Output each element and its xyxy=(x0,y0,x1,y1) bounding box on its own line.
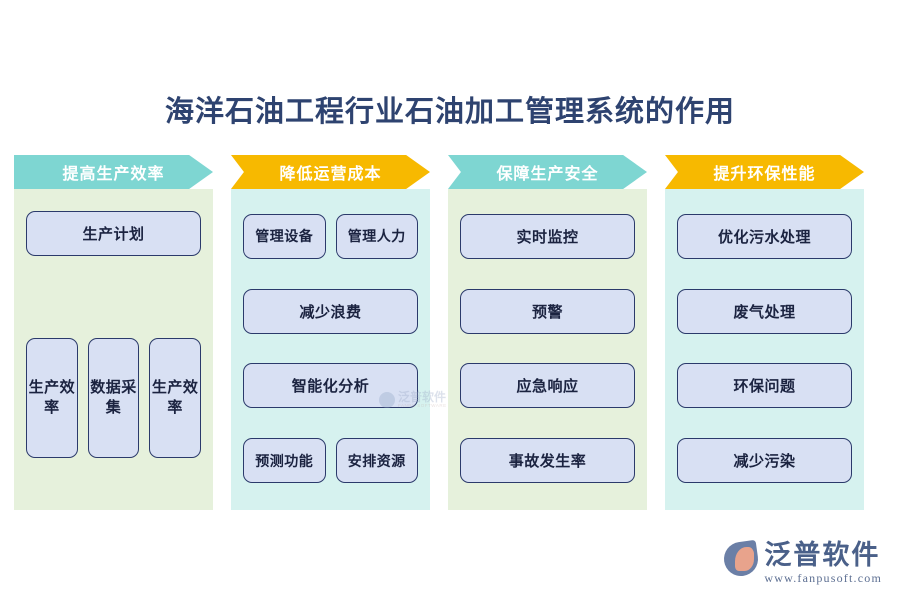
node-row: 事故发生率 xyxy=(460,438,635,484)
node-box[interactable]: 数据采集 xyxy=(87,338,140,458)
column-banner-1[interactable]: 提高生产效率 xyxy=(14,155,213,189)
column-rows: 生产计划生产效率数据采集生产效率 xyxy=(26,199,202,498)
column-1: 提高生产效率生产计划生产效率数据采集生产效率 xyxy=(14,155,213,510)
node-box[interactable]: 管理设备 xyxy=(243,213,326,259)
node-row: 预警 xyxy=(460,288,635,334)
column-body-4: 优化污水处理废气处理环保问题减少污染 xyxy=(665,189,864,510)
page-title: 海洋石油工程行业石油加工管理系统的作用 xyxy=(164,96,735,128)
node-box[interactable]: 管理人力 xyxy=(335,213,418,259)
node-row: 环保问题 xyxy=(677,363,852,409)
node-row: 废气处理 xyxy=(677,288,852,334)
node-box[interactable]: 生产效率 xyxy=(26,338,78,458)
column-body-3: 实时监控预警应急响应事故发生率 xyxy=(448,189,647,510)
column-banner-4[interactable]: 提升环保性能 xyxy=(665,155,864,189)
column-rows: 管理设备管理人力减少浪费智能化分析预测功能安排资源 xyxy=(243,199,418,498)
brand-logo: 泛普软件 www.fanpusoft.com xyxy=(722,539,882,586)
node-box[interactable]: 智能化分析 xyxy=(243,363,418,409)
node-row: 预测功能安排资源 xyxy=(243,438,418,484)
brand-url: www.fanpusoft.com xyxy=(764,571,882,585)
fanpu-logo-icon xyxy=(722,539,761,579)
node-row: 优化污水处理 xyxy=(677,213,852,259)
node-row: 应急响应 xyxy=(460,363,635,409)
node-box[interactable]: 预警 xyxy=(460,288,635,334)
node-box[interactable]: 减少污染 xyxy=(677,438,852,484)
node-box[interactable]: 事故发生率 xyxy=(460,438,635,484)
node-row: 减少浪费 xyxy=(243,288,418,334)
node-box[interactable]: 应急响应 xyxy=(460,363,635,409)
node-row: 智能化分析 xyxy=(243,363,418,409)
column-spacer xyxy=(26,256,201,338)
node-box[interactable]: 安排资源 xyxy=(335,438,418,484)
node-box[interactable]: 废气处理 xyxy=(677,288,852,334)
node-row: 生产计划 xyxy=(26,199,201,256)
column-rows: 优化污水处理废气处理环保问题减少污染 xyxy=(677,199,852,498)
column-rows: 实时监控预警应急响应事故发生率 xyxy=(460,199,635,498)
node-box[interactable]: 优化污水处理 xyxy=(677,213,852,259)
node-box[interactable]: 生产效率 xyxy=(149,338,202,458)
node-row: 减少污染 xyxy=(677,438,852,484)
brand-name: 泛普软件 xyxy=(764,540,881,570)
node-box[interactable]: 实时监控 xyxy=(460,213,635,259)
column-banner-3[interactable]: 保障生产安全 xyxy=(448,155,647,189)
node-box[interactable]: 预测功能 xyxy=(243,438,326,484)
column-3: 保障生产安全实时监控预警应急响应事故发生率 xyxy=(448,155,647,510)
column-body-1: 生产计划生产效率数据采集生产效率 xyxy=(14,189,213,510)
node-row: 实时监控 xyxy=(460,213,635,259)
columns-board: 提高生产效率生产计划生产效率数据采集生产效率降低运营成本管理设备管理人力减少浪费… xyxy=(14,155,886,510)
column-banner-2[interactable]: 降低运营成本 xyxy=(231,155,430,189)
column-4: 提升环保性能优化污水处理废气处理环保问题减少污染 xyxy=(665,155,864,510)
node-box[interactable]: 环保问题 xyxy=(677,363,852,409)
node-box[interactable]: 生产计划 xyxy=(26,211,201,256)
node-row: 管理设备管理人力 xyxy=(243,213,418,259)
node-row: 生产效率数据采集生产效率 xyxy=(26,338,202,498)
node-box[interactable]: 减少浪费 xyxy=(243,288,418,334)
